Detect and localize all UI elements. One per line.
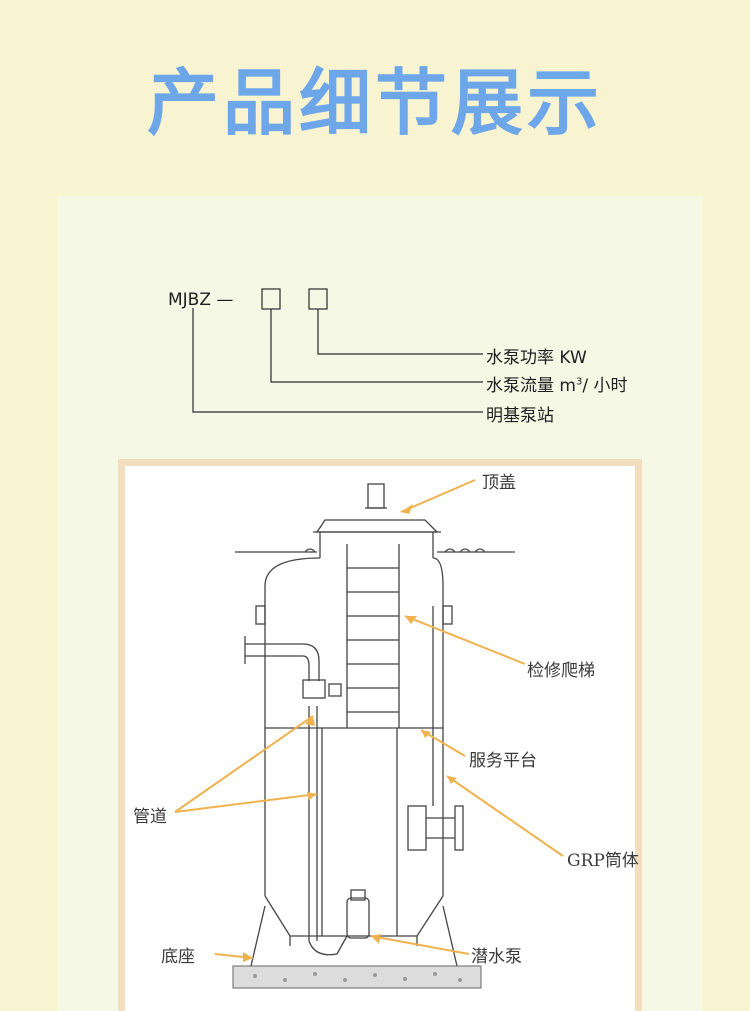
label-ladder: 检修爬梯 [527,661,595,681]
arrow-pump [370,935,470,955]
flow-leader [270,309,483,383]
model-code-diagram [192,288,483,413]
label-pipe: 管道 [133,807,167,827]
page-title: 产品细节展示 [146,61,603,145]
power-leader [317,309,483,355]
label-base: 底座 [161,947,195,967]
flow-box [261,288,281,310]
label-shell: GRP筒体 [567,851,639,871]
arrow-ladder [404,615,526,665]
arrow-pipe-b [174,793,318,813]
arrow-top-cover [400,479,476,513]
legend-brand: 明基泵站 [486,406,554,426]
label-pump: 潜水泵 [471,947,522,967]
legend-power: 水泵功率 KW [486,348,587,368]
arrow-pipe-a [174,715,314,813]
legend-flow: 水泵流量 m3/ 小时 [486,376,628,396]
arrow-shell [446,775,564,857]
pump-station-drawing [174,479,564,989]
brand-leader [192,308,483,413]
label-top-cover: 顶盖 [482,473,516,493]
label-platform: 服务平台 [469,751,537,771]
pump-station-figure: 顶盖 检修爬梯 服务平台 GRP筒体 管道 底座 潜水泵 [118,459,642,1011]
model-prefix: MJBZ — [168,290,234,310]
power-box [308,288,328,310]
